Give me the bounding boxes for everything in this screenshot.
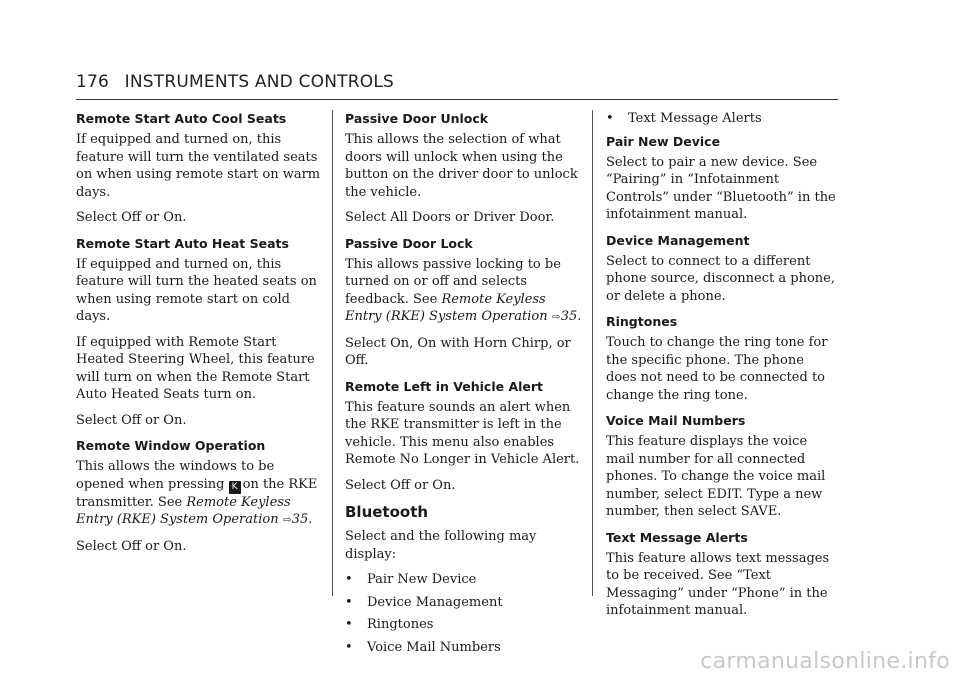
- cross-reference-link[interactable]: Remote Keyless Entry (RKE) System Operat…: [345, 291, 548, 325]
- column-divider: [592, 110, 593, 596]
- paragraph: Select On, On with Horn Chirp, or Off.: [345, 335, 571, 369]
- reference-arrow-icon: ⇨: [283, 515, 292, 526]
- paragraph: This feature displays the voice mail num…: [606, 434, 826, 519]
- cross-reference-link[interactable]: Remote Keyless Entry (RKE) System Operat…: [76, 494, 291, 528]
- bullet-icon: •: [345, 594, 353, 610]
- column-right: • Text Message Alerts Pair New Device Se…: [606, 110, 838, 628]
- column-left: Remote Start Auto Cool Seats If equipped…: [76, 110, 321, 563]
- list-item: • Pair New Device: [345, 571, 585, 589]
- list-item-text: Ringtones: [367, 617, 434, 632]
- heading-text-message-alerts: Text Message Alerts: [606, 529, 748, 545]
- heading-device-management: Device Management: [606, 232, 750, 248]
- paragraph: Select All Doors or Driver Door.: [345, 210, 555, 225]
- heading-passive-door-lock: Passive Door Lock: [345, 235, 473, 251]
- paragraph: Select Off or On.: [76, 538, 187, 554]
- list-item-text: Pair New Device: [367, 572, 477, 587]
- list-item-text: Device Management: [367, 594, 503, 610]
- column-divider: [332, 110, 333, 596]
- paragraph: This feature sounds an alert when the RK…: [345, 399, 580, 468]
- paragraph: Select Off or On.: [76, 412, 187, 428]
- paragraph: Select Off or On.: [345, 477, 456, 493]
- list-item: • Ringtones: [345, 616, 585, 634]
- paragraph: This allows the windows to be opened whe…: [76, 458, 321, 530]
- paragraph: Select to pair a new device. See “Pairin…: [606, 154, 836, 223]
- paragraph: If equipped with Remote Start Heated Ste…: [76, 334, 315, 403]
- heading-bluetooth: Bluetooth: [345, 503, 429, 521]
- text: This allows the windows to be opened whe…: [76, 459, 275, 492]
- heading-voice-mail-numbers: Voice Mail Numbers: [606, 413, 746, 428]
- bullet-icon: •: [606, 111, 614, 126]
- bullet-icon: •: [345, 572, 353, 587]
- heading-pair-new-device: Pair New Device: [606, 133, 721, 149]
- paragraph: If equipped and turned on, this feature …: [76, 132, 321, 200]
- paragraph: This allows the selection of what doors …: [345, 132, 578, 200]
- watermark: carmanualsonline.info: [700, 649, 950, 674]
- paragraph: Touch to change the ring tone for the sp…: [606, 335, 828, 403]
- bullet-icon: •: [345, 639, 353, 655]
- list-item-text: Voice Mail Numbers: [367, 639, 501, 655]
- list-item: • Text Message Alerts: [606, 110, 838, 128]
- page-number: 176: [76, 72, 110, 92]
- text: on the RKE transmitter. See: [76, 476, 318, 510]
- list-item: • Voice Mail Numbers: [345, 639, 585, 657]
- heading-remote-left-in-vehicle-alert: Remote Left in Vehicle Alert: [345, 378, 544, 394]
- paragraph: If equipped and turned on, this feature …: [76, 256, 317, 325]
- page-header: 176 INSTRUMENTS AND CONTROLS: [76, 72, 394, 92]
- header-rule: [76, 99, 838, 100]
- list-item-text: Text Message Alerts: [628, 111, 762, 126]
- paragraph: This feature allows text messages to be …: [606, 550, 830, 619]
- paragraph: Select and the following may display:: [345, 529, 537, 562]
- reference-arrow-icon: ⇨: [552, 312, 561, 323]
- heading-remote-start-auto-cool-seats: Remote Start Auto Cool Seats: [76, 111, 287, 126]
- heading-remote-start-auto-heat-seats: Remote Start Auto Heat Seats: [76, 235, 289, 251]
- heading-ringtones: Ringtones: [606, 314, 678, 329]
- reference-page[interactable]: 35: [291, 512, 309, 527]
- bullet-icon: •: [345, 617, 353, 632]
- column-middle: Passive Door Unlock This allows the sele…: [345, 110, 585, 661]
- paragraph: Select to connect to a different phone s…: [606, 253, 835, 304]
- reference-page[interactable]: 35: [560, 309, 578, 324]
- paragraph: This allows passive locking to be turned…: [345, 256, 585, 327]
- remote-key-icon: K: [228, 480, 241, 494]
- text: This allows passive locking to be turned…: [345, 256, 561, 307]
- heading-remote-window-operation: Remote Window Operation: [76, 438, 266, 453]
- heading-passive-door-unlock: Passive Door Unlock: [345, 111, 489, 126]
- list-item: • Device Management: [345, 594, 585, 612]
- section-title: INSTRUMENTS AND CONTROLS: [124, 72, 394, 92]
- paragraph: Select Off or On.: [76, 210, 187, 225]
